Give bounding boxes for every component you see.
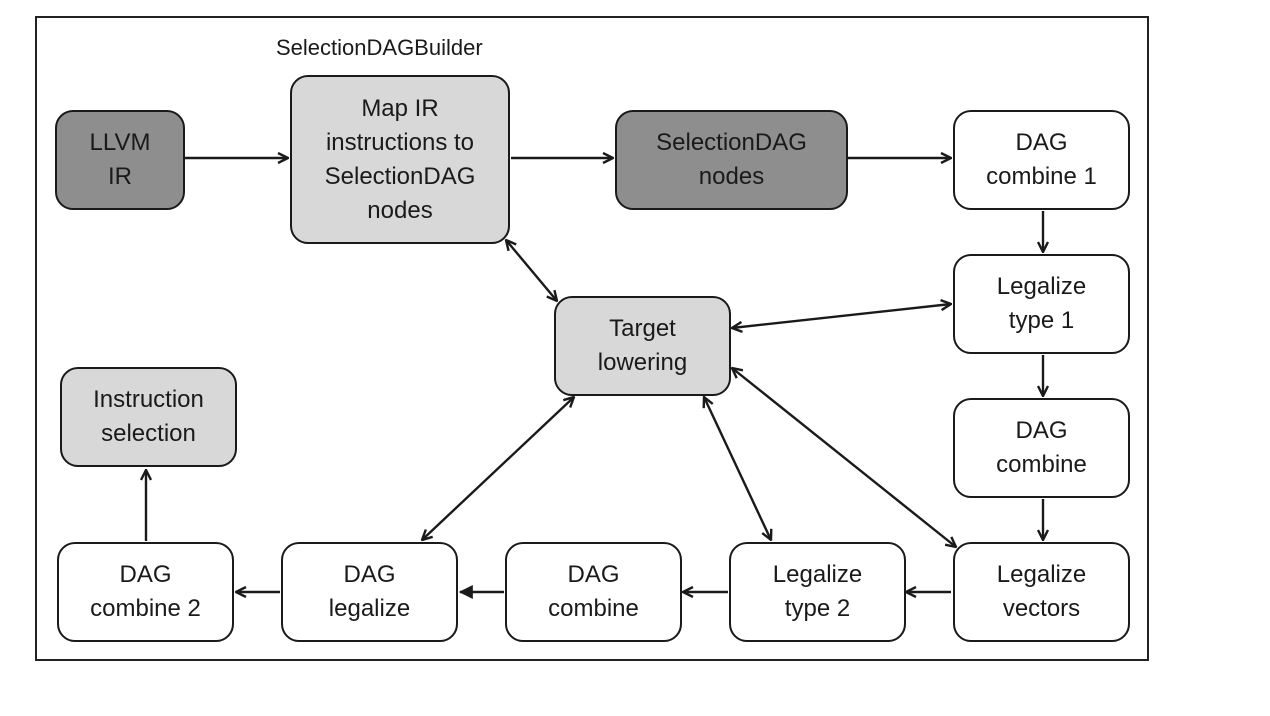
node-legalize-type-2: Legalize type 2: [729, 542, 906, 642]
node-llvm-ir: LLVM IR: [55, 110, 185, 210]
node-dag-legalize: DAG legalize: [281, 542, 458, 642]
arrow-target-lowering-daglegalize: [422, 397, 574, 540]
node-dag-combine-2: DAG combine 2: [57, 542, 234, 642]
node-selectiondag-nodes: SelectionDAG nodes: [615, 110, 848, 210]
node-dag-combine-bottom: DAG combine: [505, 542, 682, 642]
node-instruction-selection: Instruction selection: [60, 367, 237, 467]
node-legalize-vectors: Legalize vectors: [953, 542, 1130, 642]
node-map-ir-instructions: Map IR instructions to SelectionDAG node…: [290, 75, 510, 244]
node-legalize-type-1: Legalize type 1: [953, 254, 1130, 354]
arrow-map-target-lowering: [506, 240, 557, 301]
arrow-target-lowering-legalize1: [732, 304, 951, 328]
arrow-target-lowering-vectors: [732, 368, 956, 547]
node-target-lowering: Target lowering: [554, 296, 731, 396]
node-dag-combine-1: DAG combine 1: [953, 110, 1130, 210]
arrow-target-lowering-legalize2: [704, 397, 771, 540]
node-dag-combine-mid: DAG combine: [953, 398, 1130, 498]
diagram-frame: [35, 16, 1149, 661]
selectiondagbuilder-caption: SelectionDAGBuilder: [276, 35, 483, 60]
